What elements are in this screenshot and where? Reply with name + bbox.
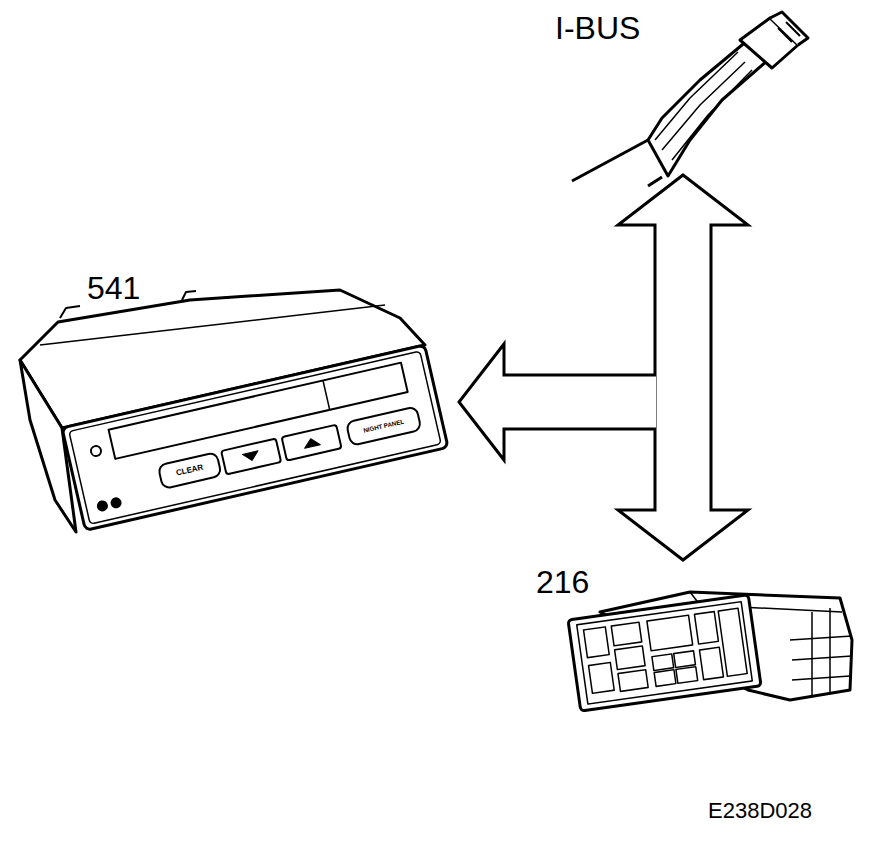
control-panel: 216 bbox=[530, 562, 860, 792]
display-unit: 541 bbox=[15, 268, 455, 543]
block-arrow bbox=[618, 175, 748, 560]
block-arrow bbox=[459, 344, 656, 460]
callout-number: 541 bbox=[87, 272, 140, 304]
control-panel-216 bbox=[568, 592, 852, 711]
figure-code: E238D028 bbox=[708, 800, 812, 822]
bus-connector: I-BUS bbox=[545, 8, 795, 173]
callout-number: I-BUS bbox=[555, 12, 640, 44]
display-unit-541 bbox=[20, 290, 448, 532]
callout-number: 216 bbox=[536, 566, 589, 598]
